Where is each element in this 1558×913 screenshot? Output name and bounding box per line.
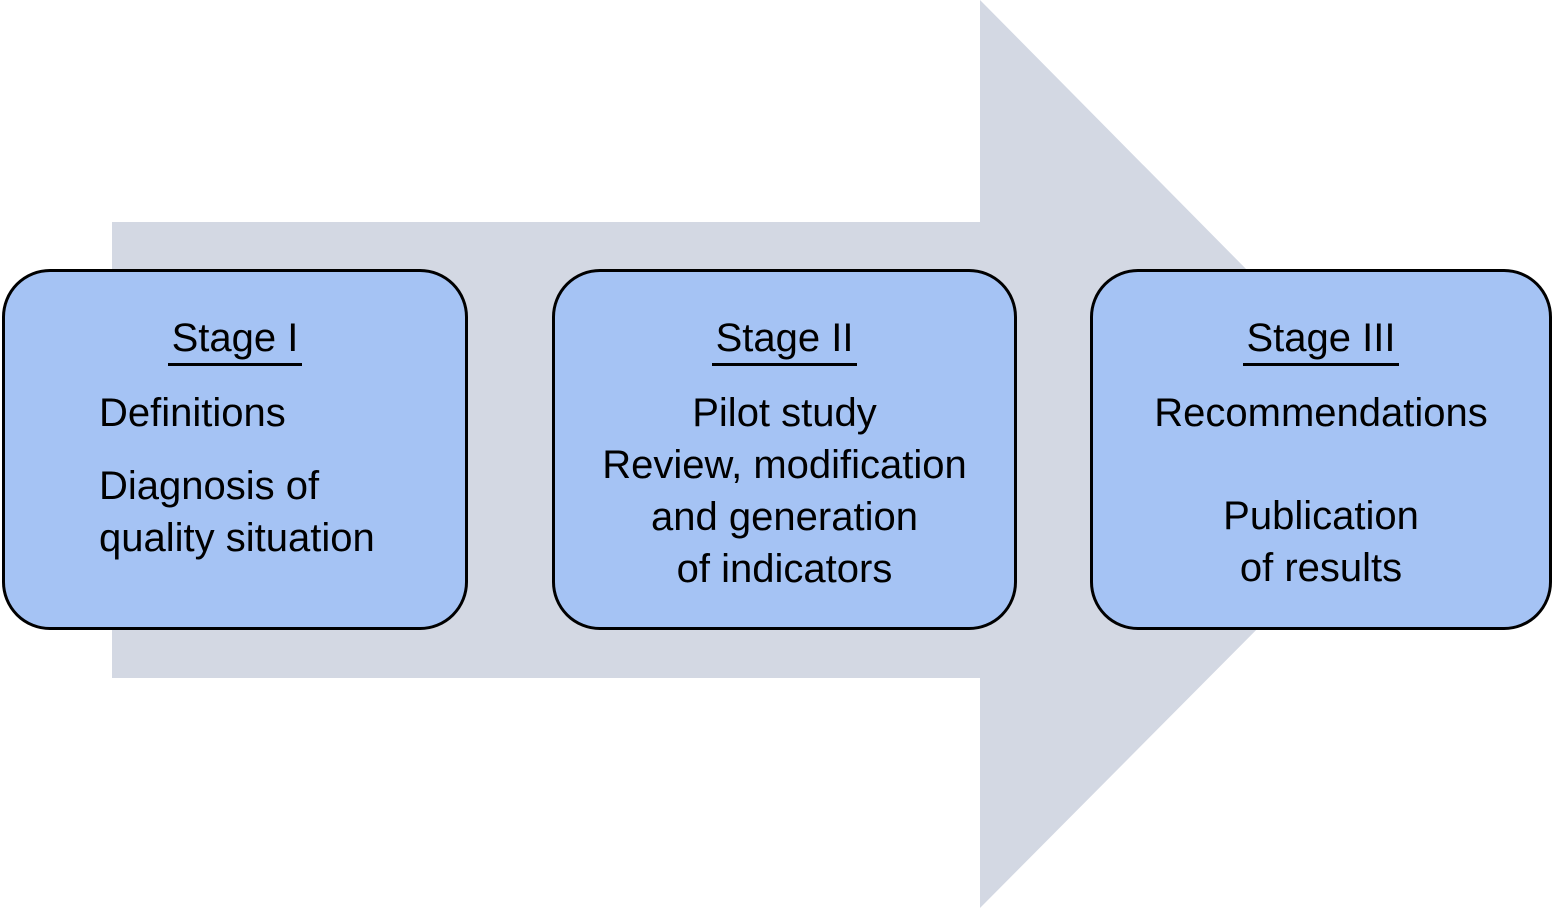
- stage-2-line-4: of indicators: [676, 547, 893, 591]
- stage-2-line-2: Review, modification: [602, 443, 967, 487]
- stage-3-line-1: Recommendations: [1154, 391, 1488, 435]
- stage-2-title-text: Stage II: [711, 316, 858, 366]
- stage-3-title-text: Stage III: [1242, 316, 1400, 366]
- stage-3-line-2: Publication: [1223, 494, 1419, 538]
- stage-1-line-1: Definitions: [99, 391, 286, 435]
- stage-1-line-3: quality situation: [99, 516, 375, 560]
- stage-2-line-3: and generation: [651, 495, 918, 539]
- stage-1-line-2: Diagnosis of: [99, 464, 320, 508]
- stage-2-box: Stage II Pilot study Review, modificatio…: [552, 269, 1017, 630]
- stage-3-title: Stage III: [1093, 312, 1549, 366]
- stage-1-title-text: Stage I: [167, 316, 303, 366]
- stage-2-title: Stage II: [555, 312, 1014, 366]
- stage-1-box: Stage I Definitions Diagnosis of quality…: [2, 269, 468, 630]
- stage-3-line-3: of results: [1239, 546, 1403, 590]
- stage-3-box: Stage III Recommendations Publication of…: [1090, 269, 1552, 630]
- stage-2-line-1: Pilot study: [692, 391, 877, 435]
- stage-1-title: Stage I: [5, 312, 465, 366]
